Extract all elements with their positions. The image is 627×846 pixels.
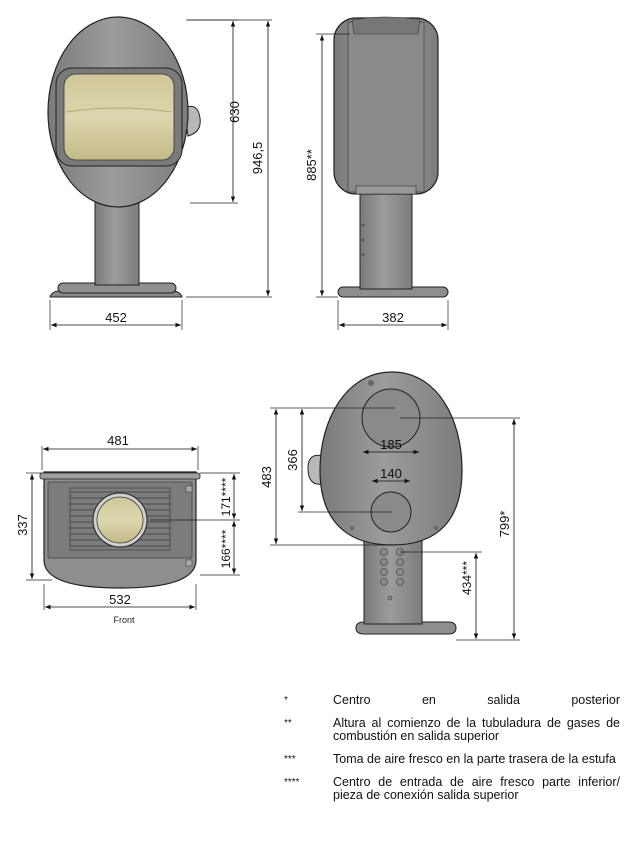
dim-rear-140: 140 bbox=[380, 466, 402, 481]
dim-top-532: 532 bbox=[109, 592, 131, 607]
rear-column bbox=[363, 539, 423, 625]
rear-view: 185 140 366 483 799* 434*** bbox=[259, 371, 520, 641]
footnote-2: ** Altura al comienzo de la tubuladura d… bbox=[284, 717, 620, 743]
dim-front-630: 630 bbox=[227, 101, 242, 123]
dim-top-166: 166**** bbox=[219, 529, 233, 568]
dim-top-337: 337 bbox=[15, 514, 30, 536]
front-glass bbox=[63, 73, 175, 161]
footnote-mark: ** bbox=[284, 718, 292, 729]
dim-rear-483: 483 bbox=[259, 466, 274, 488]
top-view-caption: Front bbox=[113, 615, 135, 625]
dim-side-885: 885** bbox=[304, 149, 319, 181]
top-flue-opening bbox=[96, 496, 144, 544]
dim-top-481: 481 bbox=[107, 433, 129, 448]
footnote-4: **** Centro de entrada de aire fresco pa… bbox=[284, 776, 620, 802]
dim-front-452: 452 bbox=[105, 310, 127, 325]
footnote-text: Centro en salida posterior bbox=[333, 693, 620, 707]
technical-drawing: 630 946,5 452 885** 382 bbox=[15, 16, 520, 641]
dim-rear-185: 185 bbox=[380, 437, 402, 452]
dim-top-171: 171**** bbox=[219, 477, 233, 516]
footnote-3: *** Toma de aire fresco en la parte tras… bbox=[284, 753, 620, 766]
footnote-mark: *** bbox=[284, 754, 296, 765]
front-view: 630 946,5 452 bbox=[47, 16, 272, 330]
footnote-text: Centro de entrada de aire fresco parte i… bbox=[333, 775, 620, 802]
top-view: 481 337 171**** 166**** 532 Front bbox=[15, 433, 240, 625]
footnote-text: Altura al comienzo de la tubuladura de g… bbox=[333, 716, 620, 743]
side-view: 885** 382 bbox=[304, 16, 449, 330]
dim-rear-799: 799* bbox=[497, 511, 512, 538]
side-column bbox=[359, 192, 413, 290]
dim-front-946: 946,5 bbox=[250, 142, 265, 175]
footnote-1: * Centro en salida posterior bbox=[284, 694, 620, 707]
footnotes: * Centro en salida posterior ** Altura a… bbox=[284, 694, 620, 812]
front-column bbox=[94, 194, 140, 286]
dim-rear-366: 366 bbox=[285, 449, 300, 471]
footnote-mark: **** bbox=[284, 777, 300, 788]
dim-rear-434: 434*** bbox=[460, 561, 474, 595]
footnote-mark: * bbox=[284, 695, 288, 706]
footnote-text: Toma de aire fresco en la parte trasera … bbox=[333, 752, 616, 766]
dim-side-382: 382 bbox=[382, 310, 404, 325]
rear-air-intake-holes bbox=[380, 548, 404, 601]
